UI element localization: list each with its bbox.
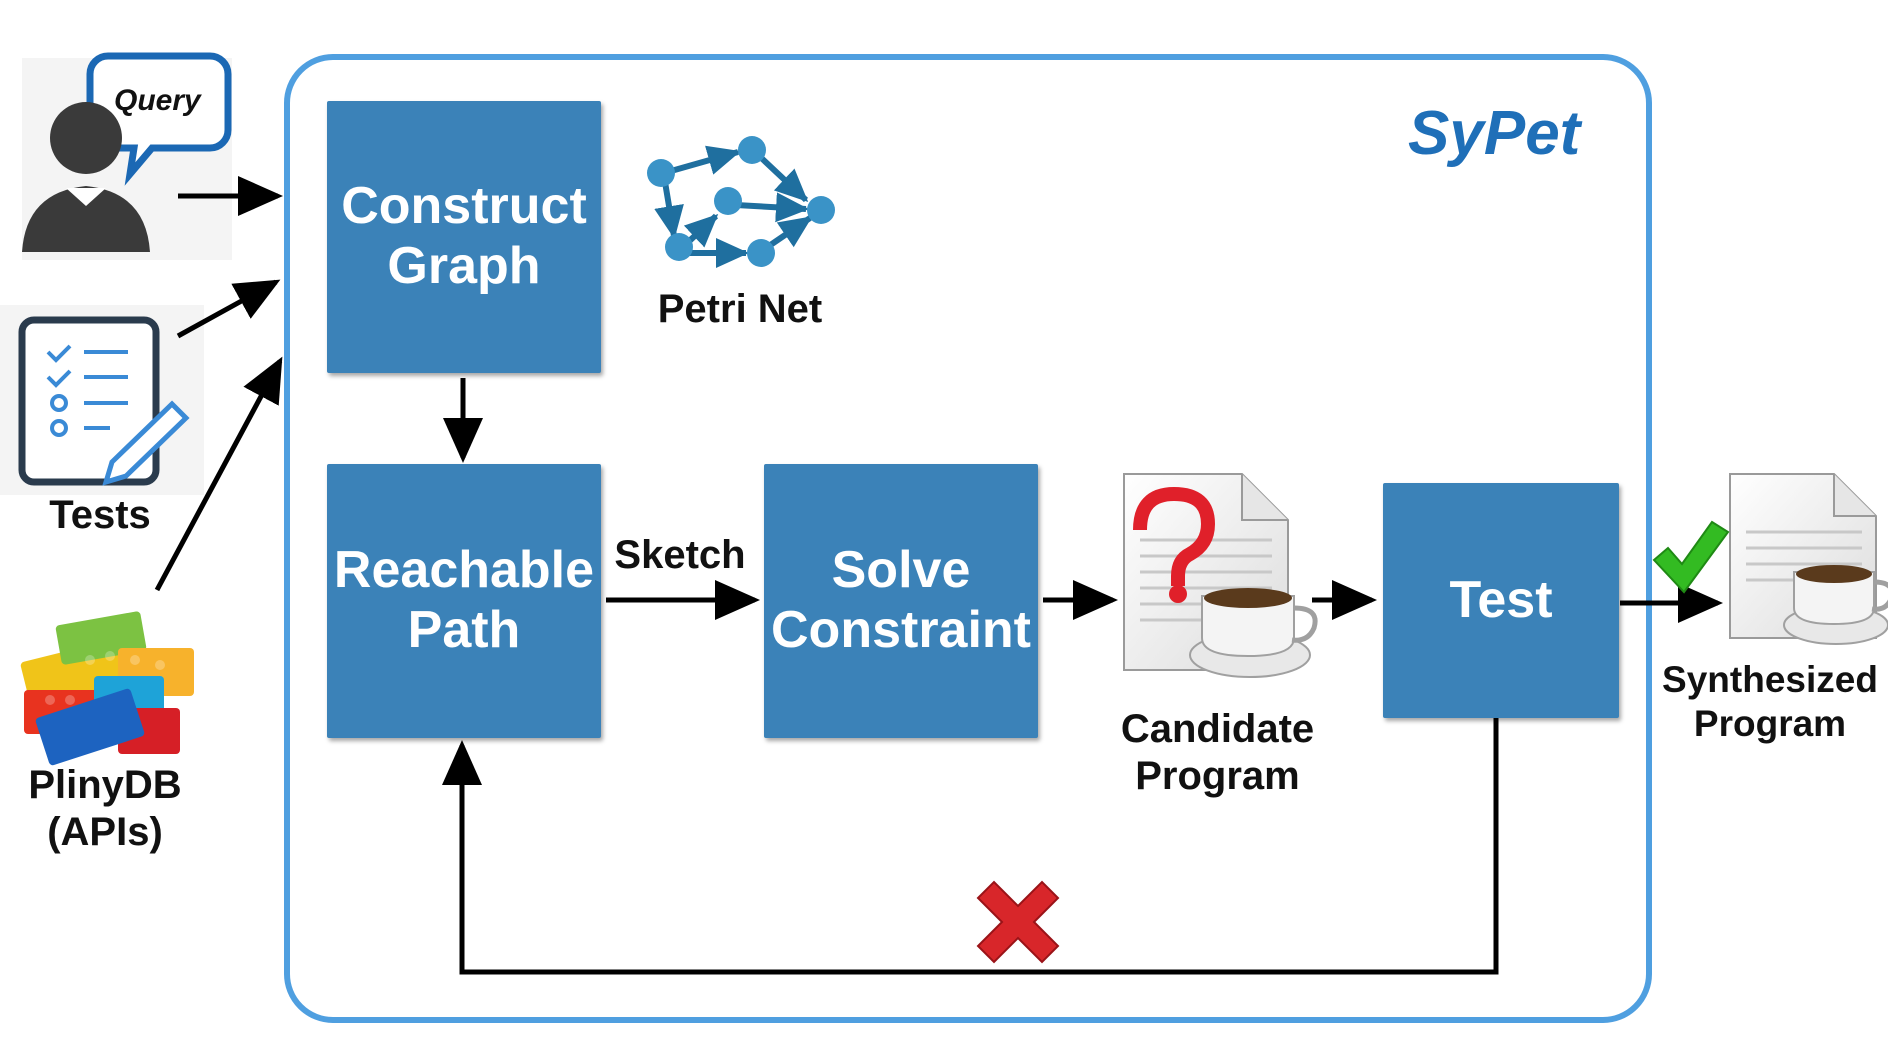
test-label: Test [1449, 570, 1553, 629]
query-bubble-label: Query [114, 84, 201, 117]
java-file-question-icon [1123, 473, 1318, 678]
sypet-frame [284, 54, 1652, 1023]
plinydb-label: PlinyDB (APIs) [28, 763, 182, 855]
solve-constraint-label: Solve Constraint [771, 541, 1031, 659]
checklist-icon [0, 305, 204, 495]
user-icon [22, 52, 232, 260]
petri-net-label: Petri Net [657, 287, 823, 331]
test-box: Test [1383, 483, 1619, 718]
sketch-label: Sketch [614, 533, 746, 577]
solve-constraint-box: Solve Constraint [764, 464, 1038, 738]
java-file-icon [1729, 473, 1888, 645]
apis-arrow [154, 356, 283, 592]
construct-graph-box: Construct Graph [327, 101, 601, 373]
synthesized-program-label: Synthesized Program [1662, 659, 1878, 744]
construct-graph-label: Construct Graph [341, 177, 587, 295]
reachable-path-box: Reachable Path [327, 464, 601, 738]
red-x-icon [976, 880, 1060, 964]
checkmark-icon [1652, 520, 1730, 594]
petri-net-icon [647, 136, 835, 268]
feedback-arrow [442, 718, 1499, 975]
tests-arrow [176, 279, 281, 339]
tests-label: Tests [49, 493, 151, 537]
candidate-program-label: Candidate Program [1120, 707, 1315, 799]
reachable-path-label: Reachable Path [333, 541, 595, 659]
lego-bricks-icon [20, 611, 194, 766]
sypet-title: SyPet [1408, 99, 1581, 168]
